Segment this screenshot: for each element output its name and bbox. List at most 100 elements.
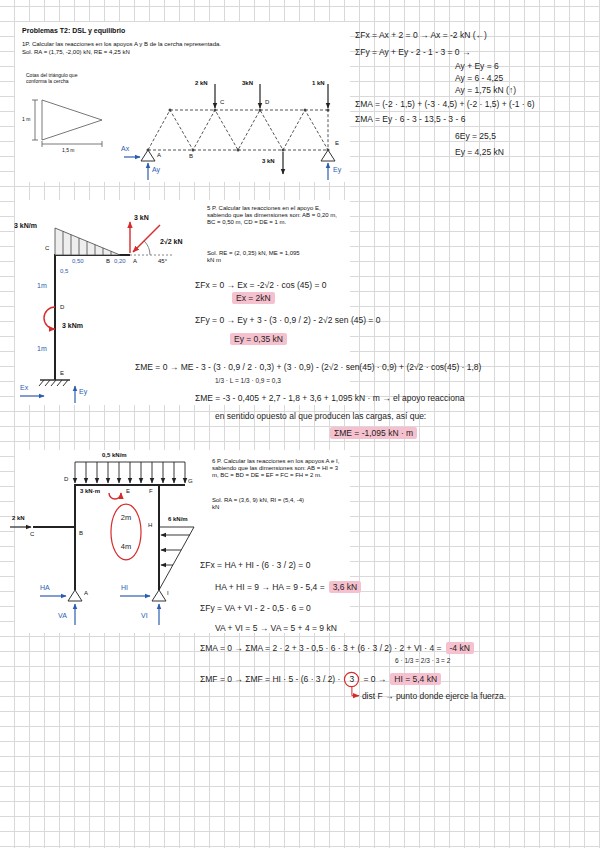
- label-text: ΣFx = Ax + 2 = 0 → Ax = -2 kN (←): [355, 30, 487, 40]
- label-text: Ay = 6 - 4,25: [455, 73, 503, 83]
- node-text: -4 kN: [450, 643, 470, 653]
- label-text: VI: [141, 612, 148, 620]
- label-text: 5 P. Calcular las reacciones en el apoyo…: [207, 205, 345, 227]
- truss-joint: [327, 109, 330, 112]
- load-arrow: [282, 152, 283, 174]
- dimension-triangle: [32, 100, 102, 147]
- distributed-load: [63, 231, 111, 255]
- node-text: 2m: [121, 513, 131, 522]
- label-text: G: [188, 478, 193, 485]
- node-text: ΣME = -1,095 kN · m: [334, 428, 413, 438]
- uniform-load: [108, 462, 109, 483]
- label-text: Cotas del triángulo que conforma la cerc…: [26, 72, 96, 84]
- label-text: A: [157, 152, 161, 159]
- oval-outline: [110, 503, 142, 561]
- label-text: Ey = 4,25 kN: [455, 147, 504, 157]
- label-text: C: [220, 99, 224, 106]
- label-text: 2√2 kN: [160, 238, 183, 246]
- frame: [33, 255, 185, 590]
- reaction-arrow: [124, 156, 140, 157]
- label-text: 1m: [37, 282, 47, 290]
- uniform-load: [174, 462, 175, 483]
- label-text: D: [60, 304, 64, 311]
- label-text: Sol. RE = (2, 0,35) kN, ME = 1,095 kN m: [207, 250, 307, 264]
- label-text: 0,20: [114, 258, 126, 265]
- label-text: Ey: [333, 166, 341, 174]
- label-text: 6Ey = 25,5: [455, 131, 496, 141]
- truss: [148, 110, 328, 150]
- truss-joint: [169, 109, 172, 112]
- highlight-box: 3,6 kN: [329, 581, 362, 593]
- label-text: Ex: [20, 384, 28, 392]
- uniform-load: [130, 462, 131, 483]
- truss-joint: [259, 109, 262, 112]
- leader-line: [352, 687, 359, 696]
- label-text: 6 kN/m: [168, 516, 188, 523]
- support-symbol: [152, 590, 166, 601]
- highlight-box: -4 kN: [446, 642, 474, 654]
- label-text: HA + HI = 9 → HA = 9 - 5,4 =: [215, 582, 325, 592]
- node-text: Ex = 2kN: [236, 293, 271, 303]
- outline-ellipse: [345, 672, 359, 686]
- label-text: HA: [40, 584, 50, 592]
- label-text: Sol. RA = (1,75, -2,00) kN, RE = 4,25 kN: [22, 49, 130, 56]
- label-text: ΣME = 0 → ME - 3 - (3 · 0,9 / 2 · 0,3) +…: [135, 362, 481, 372]
- uniform-load: [185, 462, 186, 483]
- highlight-box: Ey = 0,35 kN: [230, 333, 287, 345]
- label-text: F: [149, 488, 153, 495]
- label-text: D: [265, 99, 269, 106]
- label-text: 3 kN/m: [14, 222, 37, 230]
- label-text: 2 kN: [12, 515, 25, 522]
- label-text: 3 kN: [134, 214, 149, 222]
- label-text: ΣFx = HA + HI - (6 · 3 / 2) = 0: [200, 560, 310, 570]
- support-symbol: [68, 590, 82, 601]
- node-text: 3: [350, 674, 355, 684]
- force-arrow: [129, 222, 130, 253]
- dimension-triangle: [42, 141, 102, 147]
- label-text: HI: [121, 584, 128, 592]
- label-text: 1 kN: [312, 80, 325, 87]
- triangular-load: [159, 527, 194, 590]
- label-text: 1,5 m: [62, 147, 75, 153]
- angle-mark: [144, 241, 150, 255]
- label-text: ΣFy = VA + VI - 2 - 0,5 · 6 = 0: [200, 603, 311, 613]
- problem-panel: [15, 22, 350, 182]
- label-text: H: [148, 522, 152, 529]
- support-symbol: [141, 150, 155, 161]
- load-arrow: [215, 84, 328, 174]
- label-text: Sol. RA = (3,6, 9) kN, RI = (5,4, -4) kN: [212, 497, 312, 511]
- label-text: D: [64, 476, 68, 483]
- uniform-load: [10, 462, 185, 527]
- uniform-load: [119, 462, 120, 483]
- label-text: B: [106, 258, 110, 265]
- label-text: VA: [58, 612, 67, 620]
- label-text: B: [189, 153, 193, 160]
- label-text: E: [60, 370, 64, 377]
- load-arrow: [214, 84, 215, 108]
- reaction-arrow: [74, 604, 75, 625]
- reaction-arrow: [20, 395, 44, 396]
- label-text: ΣMA = Ey · 6 - 3 - 13,5 - 3 - 6: [355, 114, 465, 124]
- node-text: 3,6 kN: [333, 582, 358, 592]
- force-arrow: [44, 222, 160, 499]
- truss-joint: [237, 149, 240, 152]
- problem-panel: [15, 22, 350, 633]
- truss: [148, 110, 328, 150]
- truss-joint: [282, 149, 285, 152]
- label-text: C: [30, 531, 34, 538]
- highlight-box: ΣME = -1,095 kN · m: [330, 427, 417, 439]
- force-arrow: [133, 225, 160, 252]
- dimension-triangle: [32, 100, 38, 140]
- load-arrow: [259, 84, 260, 108]
- page-title: Problemas T2: DSL y equilibrio: [22, 27, 125, 35]
- label-text: ΣMF = 0 → ΣMF = HI · 5 - (6 · 3 / 2) ·: [200, 674, 340, 684]
- problem-panel: [15, 450, 350, 633]
- force-arrow: [44, 307, 55, 329]
- uniform-load: [152, 462, 153, 483]
- label-text: 0,5 kN/m: [102, 452, 127, 459]
- triangular-load: [161, 535, 190, 536]
- reaction-arrow: [327, 163, 328, 180]
- label-text: E: [335, 140, 339, 147]
- label-text: 1m: [37, 345, 47, 353]
- label-text: 2 kN: [195, 80, 208, 87]
